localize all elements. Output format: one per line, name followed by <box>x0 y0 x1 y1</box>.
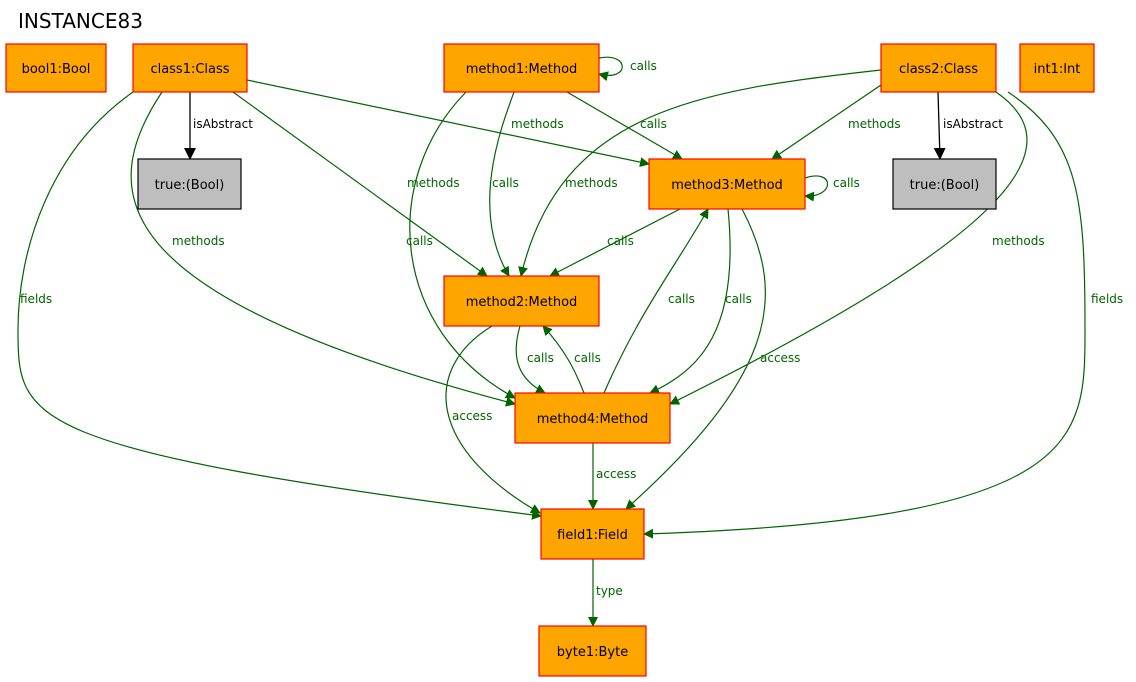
edge-method1-method3 <box>566 91 683 160</box>
node-box <box>443 275 600 327</box>
node-box <box>880 43 997 93</box>
edge-class1-method4 <box>130 91 516 407</box>
node-true1: true:(Bool) <box>137 158 242 210</box>
edge-method1-method4 <box>409 91 516 399</box>
edge-label-fields: fields <box>20 292 52 306</box>
edge-label-access: access <box>596 467 636 481</box>
node-box <box>5 43 107 93</box>
node-bool1: bool1:Bool <box>5 43 107 93</box>
node-int1: int1:Int <box>1019 43 1095 93</box>
edge-label-methods: methods <box>565 176 618 190</box>
edge-label-calls: calls <box>630 59 657 73</box>
edge-label-type: type <box>596 584 623 598</box>
node-label: method2:Method <box>466 295 578 310</box>
edge-label-methods: methods <box>848 117 901 131</box>
node-box <box>540 508 645 560</box>
node-field1: field1:Field <box>540 508 645 560</box>
node-byte1: byte1:Byte <box>538 625 647 677</box>
node-box <box>1019 43 1095 93</box>
node-box <box>132 43 248 93</box>
node-method2: method2:Method <box>443 275 600 327</box>
edge-label-calls: calls <box>607 234 634 248</box>
edge-label-access: access <box>452 409 492 423</box>
edge-label-access: access <box>760 351 800 365</box>
node-box <box>443 43 600 93</box>
edge-method3-method2 <box>549 208 681 277</box>
node-class1: class1:Class <box>132 43 248 93</box>
node-box <box>892 158 997 210</box>
edge-label-calls: calls <box>725 292 752 306</box>
node-box <box>648 158 806 210</box>
node-label: method1:Method <box>466 62 578 77</box>
edge-label-methods: methods <box>172 234 225 248</box>
nodes-layer: bool1:Bool class1:Class method1:Method clas… <box>5 43 1095 677</box>
edge-labels-layer: isAbstract methods methods methods fields cal… <box>20 59 1123 598</box>
node-true2: true:(Bool) <box>892 158 997 210</box>
edge-label-fields: fields <box>1091 292 1123 306</box>
node-label: class2:Class <box>899 62 978 77</box>
node-label: true:(Bool) <box>155 178 225 193</box>
edge-label-calls: calls <box>668 292 695 306</box>
node-method4: method4:Method <box>514 392 671 444</box>
edge-method1-method2 <box>489 91 515 277</box>
edge-label-calls: calls <box>406 234 433 248</box>
edge-class2-method3 <box>771 84 882 160</box>
edge-label-calls: calls <box>833 176 860 190</box>
node-label: method4:Method <box>537 412 649 427</box>
edge-method2-field1 <box>445 325 541 514</box>
node-box <box>514 392 671 444</box>
edge-class1-method3 <box>246 79 650 168</box>
node-method3: method3:Method <box>648 158 806 210</box>
edge-label-calls: calls <box>492 176 519 190</box>
edge-label-methods: methods <box>992 234 1045 248</box>
edge-method3-method4 <box>649 208 731 394</box>
diagram-title: INSTANCE83 <box>18 9 143 33</box>
edge-label-calls: calls <box>640 117 667 131</box>
edge-method3-method3 <box>804 175 829 202</box>
edge-method4-method2 <box>542 325 585 394</box>
edge-class2-method2 <box>518 69 882 277</box>
node-label: method3:Method <box>671 178 783 193</box>
edge-method2-method4 <box>515 325 546 394</box>
edge-class2-true2 <box>933 91 946 160</box>
node-label: class1:Class <box>150 62 229 77</box>
edge-label-isabstract: isAbstract <box>193 117 253 131</box>
node-label: true:(Bool) <box>910 178 980 193</box>
edge-label-calls: calls <box>574 351 601 365</box>
node-method1: method1:Method <box>443 43 600 93</box>
edge-class1-method2 <box>232 91 488 277</box>
edge-label-isabstract: isAbstract <box>943 117 1003 131</box>
node-label: field1:Field <box>557 528 628 543</box>
node-box <box>538 625 647 677</box>
node-label: byte1:Byte <box>557 645 628 660</box>
edge-class1-field1 <box>17 91 542 520</box>
edge-label-methods: methods <box>511 117 564 131</box>
node-label: bool1:Bool <box>22 62 91 77</box>
edge-class2-field1 <box>643 91 1086 539</box>
node-label: int1:Int <box>1034 62 1081 77</box>
edge-class2-method4 <box>669 91 1028 405</box>
node-box <box>137 158 242 210</box>
edge-method1-method1 <box>598 56 623 82</box>
edge-label-calls: calls <box>527 351 554 365</box>
edge-label-methods: methods <box>407 176 460 190</box>
node-class2: class2:Class <box>880 43 997 93</box>
edge-method4-method3 <box>603 208 709 394</box>
edge-method3-field1 <box>625 208 766 510</box>
